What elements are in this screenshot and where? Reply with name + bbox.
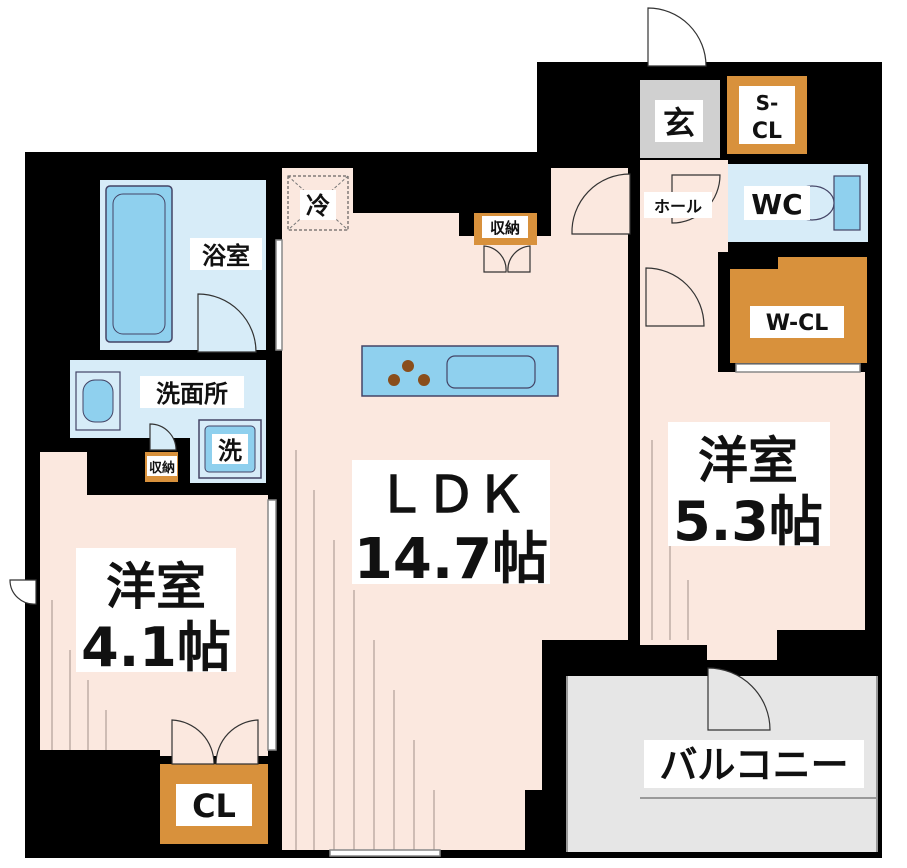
- ldk-name: ＬＤＫ: [376, 466, 526, 524]
- labels: ＬＤＫ 14.7帖 洋室 5.3帖 洋室 4.1帖 浴室 洗面所 洗 収納 収納…: [76, 86, 864, 826]
- floor-grain: [51, 440, 689, 850]
- toilet-tank: [833, 175, 861, 231]
- bathroom-label: 浴室: [202, 242, 250, 270]
- hall-label: ホール: [654, 197, 702, 216]
- western-room-right-size: 5.3帖: [673, 490, 823, 553]
- doors: [9, 7, 771, 765]
- entrance-label: 玄: [663, 104, 695, 142]
- balcony-label: バルコニー: [659, 743, 848, 787]
- fridge-label: 冷: [306, 192, 330, 220]
- windows: [267, 239, 861, 857]
- western-room-right-name: 洋室: [698, 432, 798, 490]
- wc-label: WC: [751, 188, 802, 221]
- storage-small-label: 収納: [149, 460, 175, 476]
- closet-label: CL: [192, 787, 236, 825]
- western-room-left-size: 4.1帖: [81, 616, 231, 679]
- walk-in-closet-label: W-CL: [766, 311, 829, 336]
- western-room-left-name: 洋室: [106, 558, 206, 616]
- shoe-closet-label-2: CL: [752, 119, 782, 144]
- washer-label: 洗: [218, 437, 242, 465]
- walk-in-closet-notch: [730, 257, 778, 269]
- storage-ldk-label: 収納: [490, 219, 520, 237]
- shoe-closet-label-1: S-: [756, 91, 779, 115]
- washroom-label: 洗面所: [156, 380, 228, 408]
- ldk-size: 14.7帖: [354, 527, 548, 592]
- kitchen-sink: [446, 355, 536, 389]
